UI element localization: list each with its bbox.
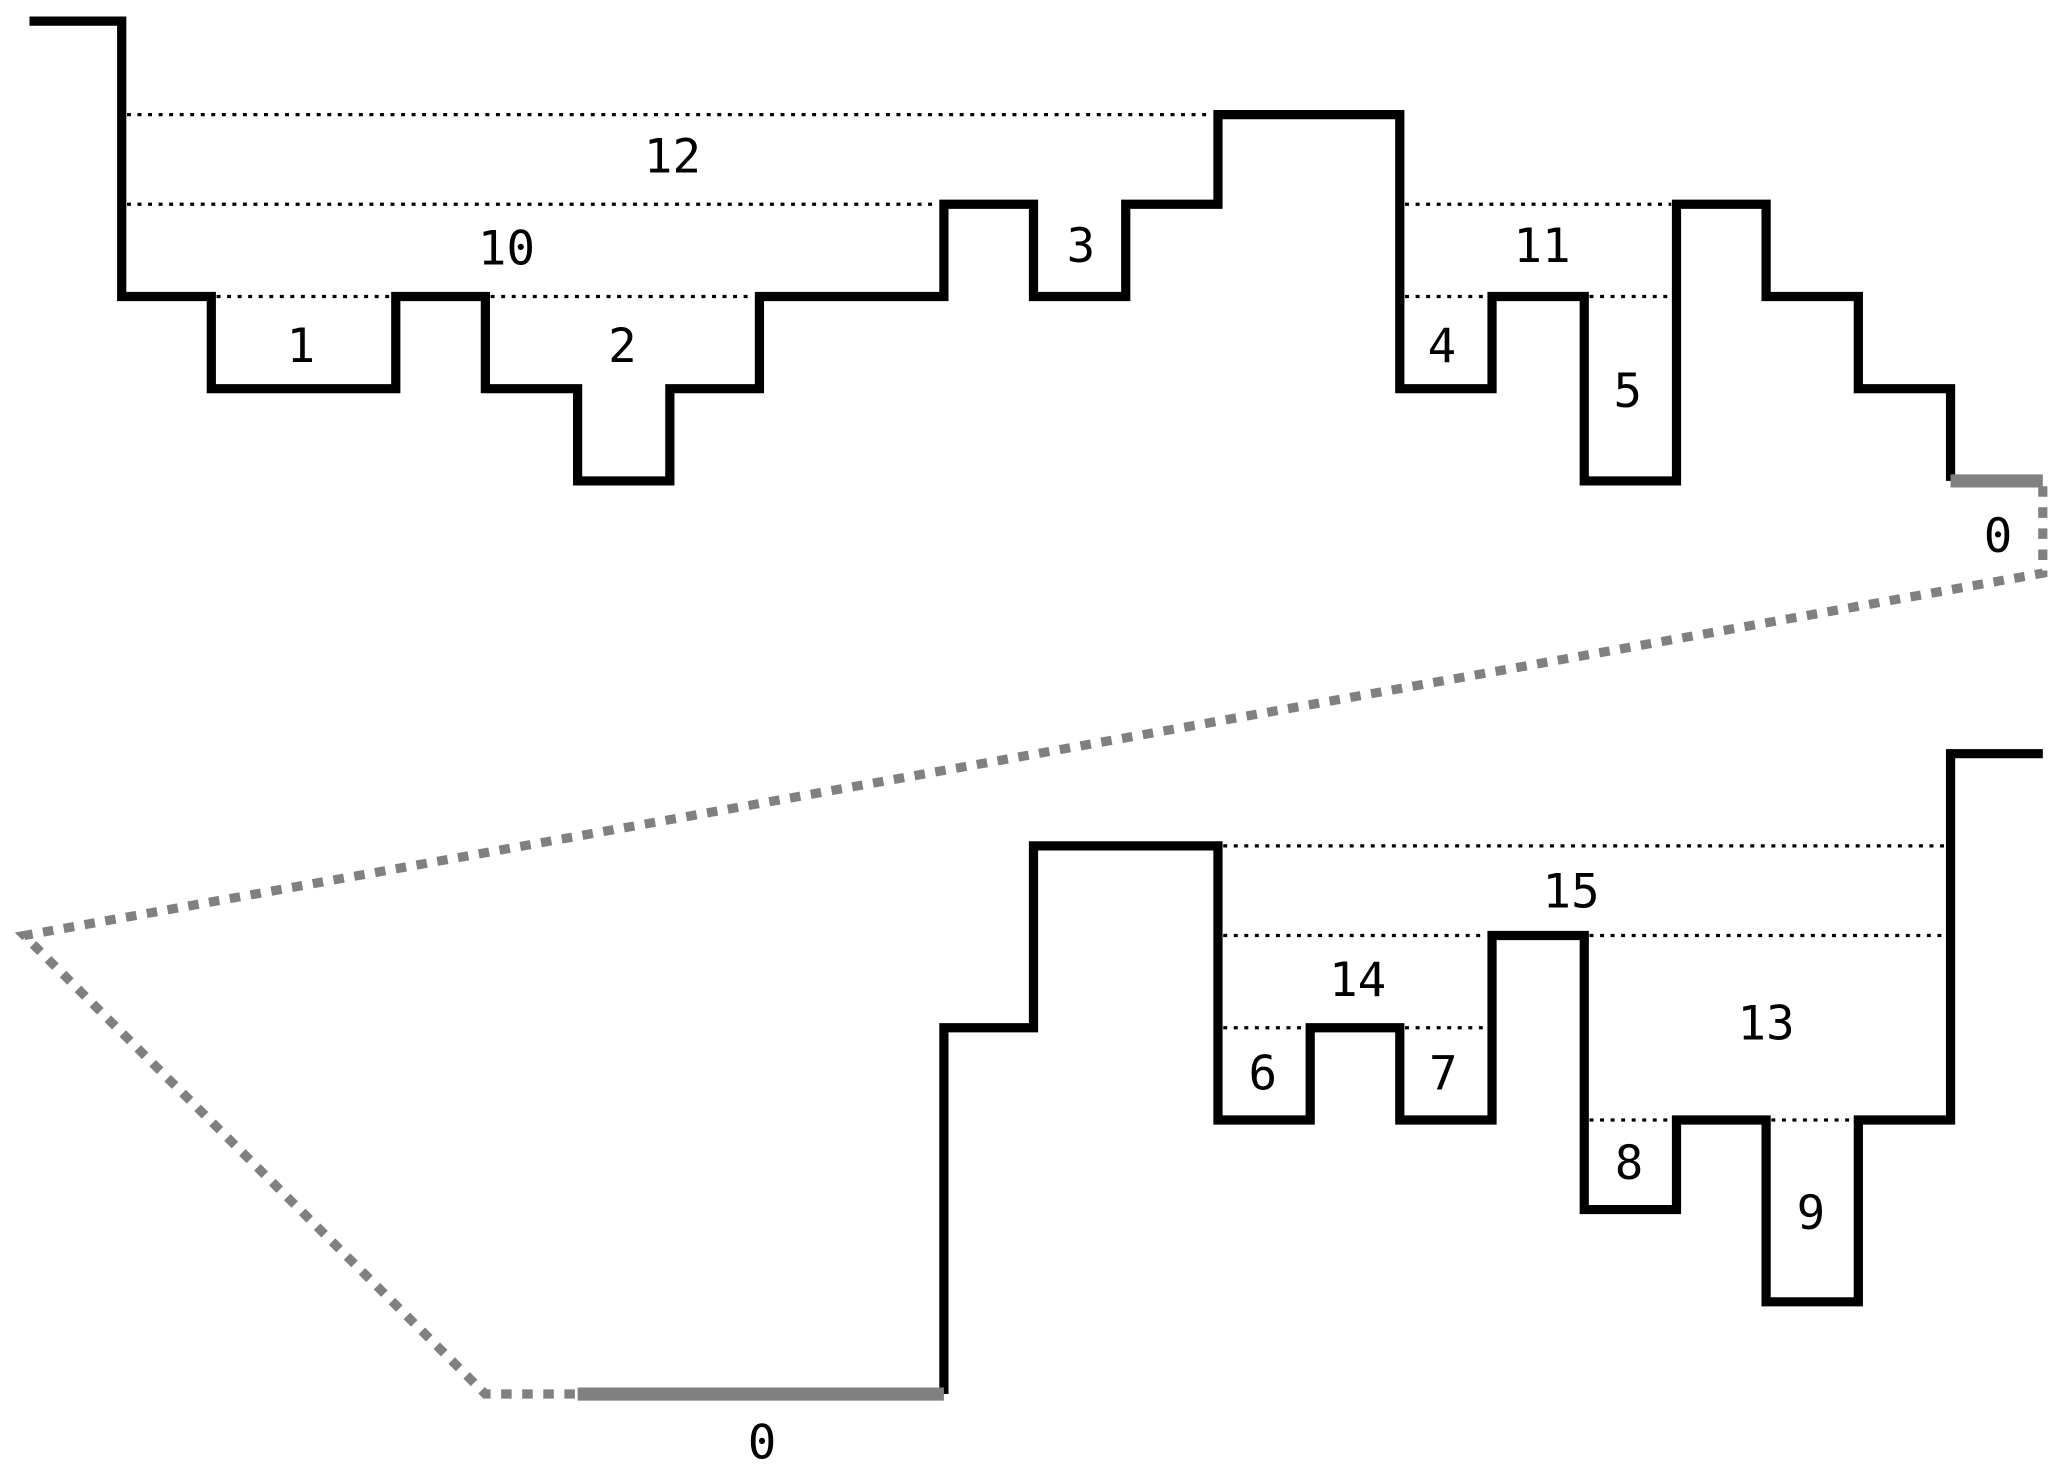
label-5: 5	[1613, 364, 1642, 419]
wrap-connector	[14, 486, 2048, 1399]
label-2: 2	[608, 319, 637, 374]
terrain-bottom	[939, 749, 2043, 1395]
label-7: 7	[1429, 1046, 1458, 1101]
label-15: 15	[1543, 865, 1600, 920]
basin-labels: 12 10 1 2 3 11 4 5 0 15 14 13 6 7 8 9 0	[287, 129, 2013, 1470]
label-6: 6	[1248, 1046, 1277, 1101]
terrain-top	[29, 16, 1956, 486]
label-0-bottom: 0	[748, 1415, 777, 1470]
label-1: 1	[287, 319, 316, 374]
label-3: 3	[1067, 219, 1096, 274]
label-13: 13	[1738, 996, 1795, 1051]
water-levels	[126, 112, 1946, 1122]
label-12: 12	[644, 129, 701, 184]
label-8: 8	[1615, 1136, 1644, 1191]
label-9: 9	[1797, 1186, 1826, 1241]
label-4: 4	[1428, 319, 1457, 374]
label-14: 14	[1329, 953, 1386, 1008]
label-11: 11	[1514, 219, 1571, 274]
label-10: 10	[478, 222, 535, 277]
label-0-top: 0	[1984, 509, 2013, 564]
